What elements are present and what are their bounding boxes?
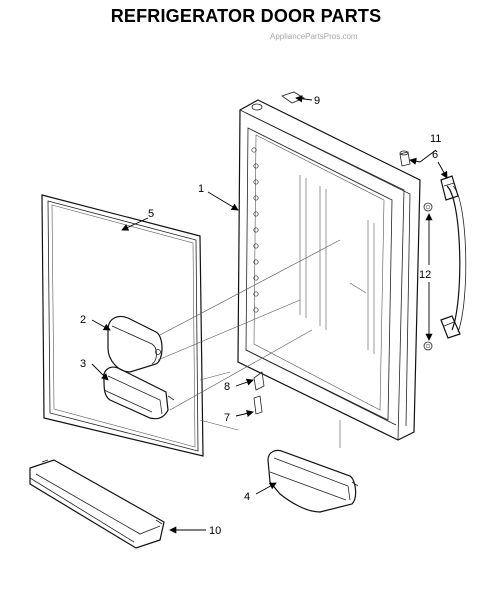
leader-3 (91, 363, 109, 381)
callout-8: 8 (224, 381, 230, 393)
callout-1: 1 (198, 183, 204, 195)
bottom-rail-part-10 (29, 459, 165, 549)
handle-studs-part-12 (423, 202, 433, 351)
diagram-title: REFRIGERATOR DOOR PARTS (110, 6, 382, 26)
leader-4 (255, 482, 277, 495)
watermark: AppliancePartsPros.com (270, 32, 358, 41)
callout-12: 12 (419, 269, 431, 281)
callout-9: 9 (314, 95, 320, 107)
hinge-bushing-part-9 (281, 91, 305, 104)
leader-9 (295, 95, 313, 103)
leader-7 (235, 409, 254, 417)
door-panel-part-5 (41, 194, 204, 457)
callout-2: 2 (80, 314, 86, 326)
callout-11: 11 (430, 133, 441, 145)
screw-part-7 (253, 395, 263, 415)
callout-4: 4 (244, 491, 250, 503)
callout-10: 10 (209, 525, 221, 537)
screw-cap-part-11 (399, 150, 411, 167)
leader-8 (235, 378, 254, 387)
dairy-compartment-part-2 (107, 315, 163, 373)
hinge-pin-part-8 (253, 371, 265, 391)
callout-7: 7 (224, 412, 230, 424)
callout-6: 6 (432, 149, 438, 161)
assembly-leader-lines (157, 239, 367, 448)
door-liner-part-1 (237, 99, 421, 441)
callout-3: 3 (80, 358, 86, 370)
leader-5 (121, 217, 149, 231)
leader-2 (91, 319, 111, 331)
handle-part-6 (440, 175, 467, 339)
leader-11-tip (409, 157, 421, 165)
callout-5: 5 (148, 208, 154, 220)
leader-11 (419, 149, 437, 163)
leader-1 (207, 191, 239, 211)
door-bin-part-4 (267, 449, 359, 513)
leader-6 (437, 161, 448, 179)
dairy-bin-part-3 (103, 366, 175, 420)
